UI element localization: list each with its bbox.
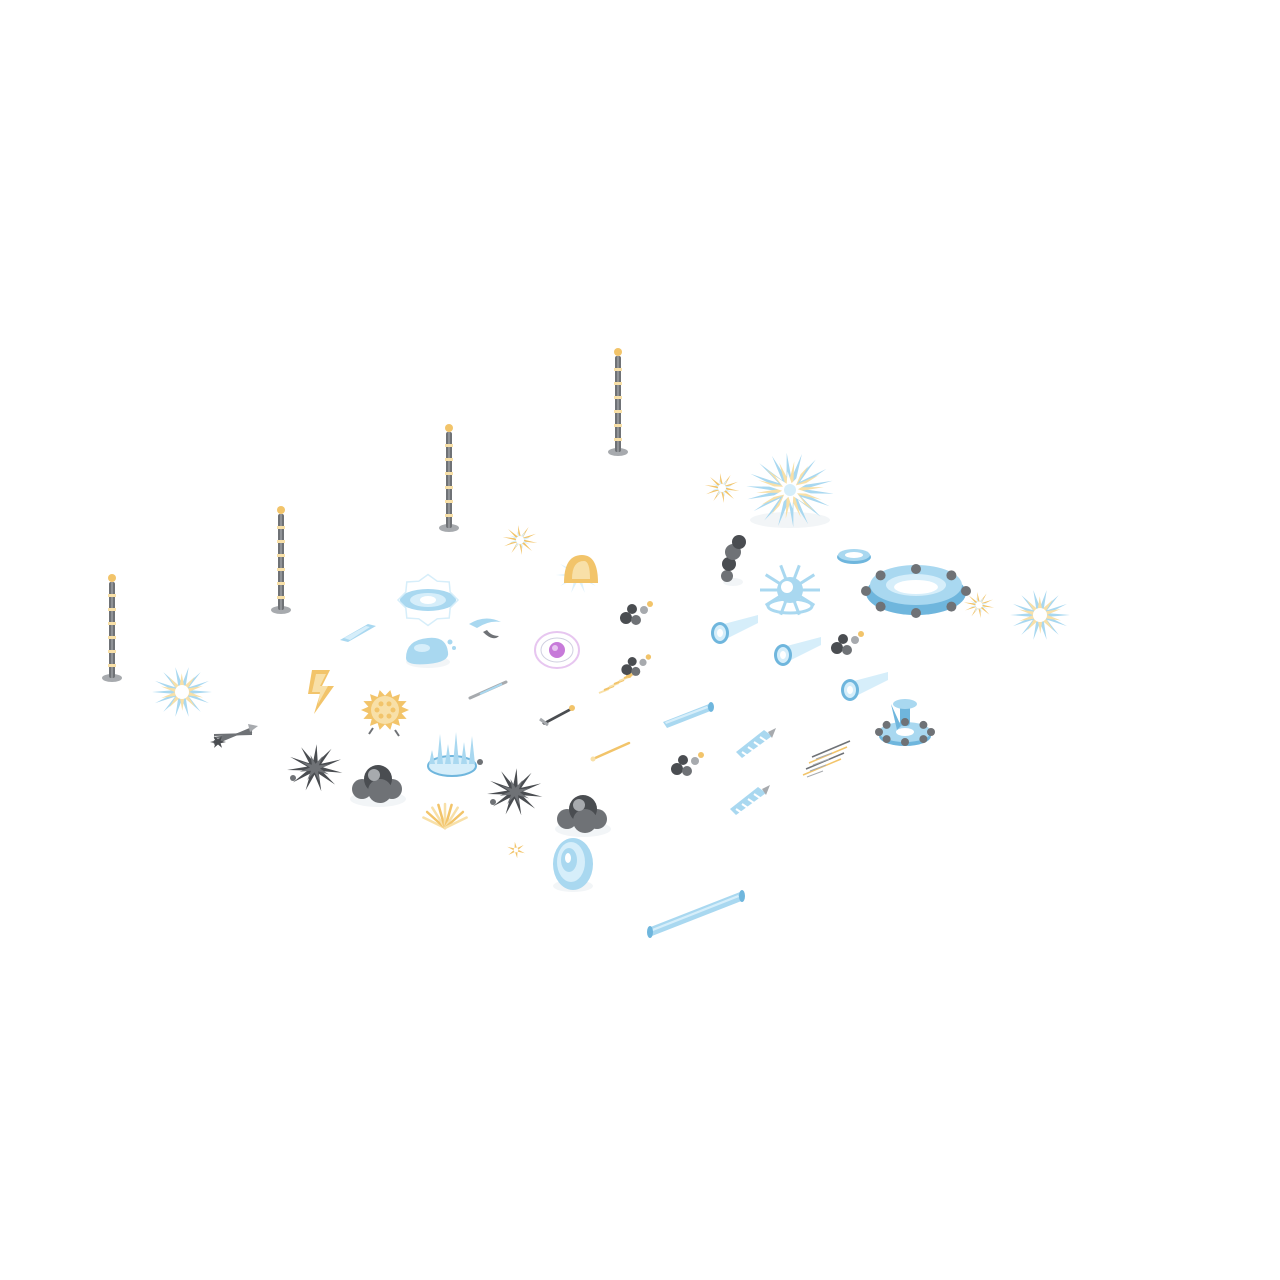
smoke-column-icon [721, 535, 746, 586]
ice-shield-icon [553, 838, 593, 892]
gold-grass-icon [422, 802, 468, 830]
ice-cloud-icon [555, 795, 611, 837]
ice-tube-icon [647, 890, 745, 938]
ice-fountain-icon [875, 699, 935, 746]
ice-shard-icon [340, 624, 376, 642]
ice-ring-platform-icon [861, 564, 971, 618]
gold-spark-icon [507, 841, 525, 859]
pole-icon [102, 574, 122, 682]
pole-icon [271, 506, 291, 614]
pole-icon [439, 424, 459, 532]
gold-needle-icon [590, 741, 631, 762]
ice-cone-icon [774, 637, 821, 666]
gold-star-burst-icon [1010, 590, 1070, 640]
ice-wand-icon [468, 680, 508, 700]
ice-burst-icon [746, 452, 834, 528]
ice-tube-icon [663, 702, 714, 728]
ice-burst-icon [704, 473, 740, 503]
gold-sparks-icon [598, 670, 640, 694]
speed-streaks-icon [802, 740, 851, 778]
stone-dagger-icon [539, 705, 575, 727]
stone-arrows-icon [210, 724, 258, 748]
gold-rocks-icon [671, 752, 704, 776]
gold-gear-icon [361, 690, 409, 737]
gold-lightning-icon [308, 670, 334, 714]
ice-portal-disc-icon [396, 573, 460, 627]
ice-sun-icon [760, 564, 820, 616]
stone-rocks-icon [621, 654, 652, 676]
gold-dome-icon [556, 555, 600, 593]
stone-splash-icon [487, 768, 543, 816]
gold-cone-icon [841, 672, 888, 701]
gold-spark-icon [502, 525, 538, 555]
ice-drill-icon [736, 728, 776, 758]
purple-orb-icon [534, 631, 580, 669]
ice-ring-icon [837, 549, 871, 564]
ice-crescent-icon [469, 618, 501, 639]
stone-splash-icon [287, 744, 343, 792]
ice-star-burst-icon [152, 667, 212, 717]
stone-cloud-icon [350, 765, 406, 807]
ice-drill-icon [730, 785, 770, 815]
ice-blob-icon [406, 637, 456, 668]
pole-icon [608, 348, 628, 456]
stone-rocks-icon [620, 601, 653, 625]
ice-cone-icon [711, 615, 758, 644]
gold-spark-icon [963, 591, 995, 619]
stone-rocks-icon [831, 631, 864, 655]
ice-crown-icon [427, 732, 483, 777]
